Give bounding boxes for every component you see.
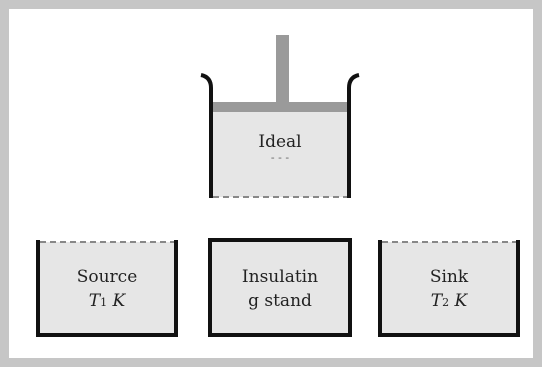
source-reservoir [36,240,178,337]
stand-label-line1: Insulatin [241,267,319,287]
sink-label: Sink [429,267,469,287]
insulating-stand [208,238,352,337]
source-temp-unit: K [112,291,126,311]
cylinder-label: Ideal [258,132,302,152]
cylinder-sublabel: - - - [270,151,290,164]
sink-temp-symbol: T [430,291,443,311]
sink-walls [378,240,520,337]
stand-label-line2: g stand [248,291,312,311]
piston-rod [276,35,289,103]
sink-temp-subscript: 2 [442,296,450,309]
source-temp-subscript: 1 [100,296,108,309]
cylinder [200,35,360,198]
cylinder-wall-right [347,73,360,198]
source-label: Source [76,267,138,287]
sink-reservoir [378,240,520,337]
sink-temp-unit: K [454,291,468,311]
cylinder-wall-left [200,73,213,198]
source-fill [38,242,176,335]
source-temperature: T1 K [40,290,174,314]
piston-head [212,102,348,112]
gas-region [212,110,348,197]
source-temp-symbol: T [88,291,101,311]
sink-fill [380,242,518,335]
sink-temperature: T2 K [382,290,516,314]
source-walls [36,240,178,337]
stand-box [208,238,352,337]
